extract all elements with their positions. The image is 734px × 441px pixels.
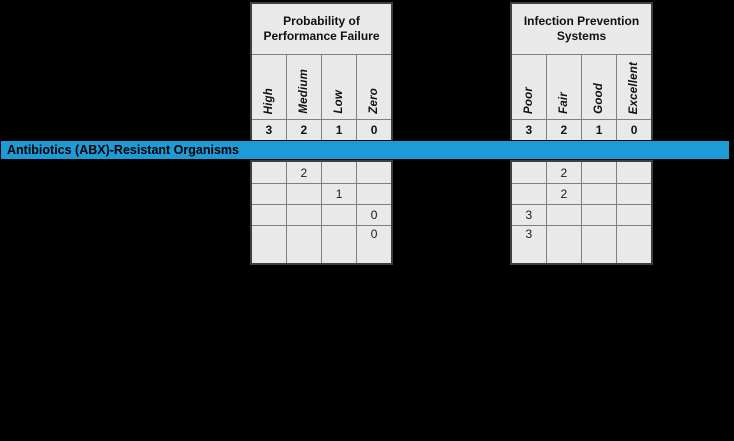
- column-label-excellent: Excellent: [628, 61, 641, 114]
- table-row: 2: [510, 183, 653, 205]
- data-cell: [616, 225, 653, 265]
- data-cell: 1: [320, 183, 358, 205]
- performance-failure-data-table: 2 1 0 0: [250, 160, 393, 265]
- data-cell: [510, 183, 547, 205]
- data-cell: [285, 204, 323, 226]
- data-cell: [285, 183, 323, 205]
- performance-failure-header-table: Probability of Performance Failure High …: [250, 2, 393, 142]
- banner-label: Antibiotics (ABX)-Resistant Organisms: [7, 143, 239, 157]
- column-label-high: High: [262, 87, 275, 114]
- column-label-good: Good: [593, 83, 606, 114]
- column-label-row: Poor Fair Good Excellent: [510, 54, 653, 120]
- performance-failure-title: Probability of Performance Failure: [250, 2, 393, 55]
- column-label-poor: Poor: [522, 87, 535, 114]
- column-score-excellent: 0: [616, 119, 653, 142]
- data-cell: 0: [356, 204, 393, 226]
- column-label-cell-excellent: Excellent: [616, 54, 653, 120]
- table-title-row: Probability of Performance Failure: [250, 2, 393, 55]
- data-cell: [356, 160, 393, 184]
- table-row: 3: [510, 204, 653, 226]
- data-cell: [510, 160, 547, 184]
- data-cell: [616, 204, 653, 226]
- infection-prevention-title: Infection Prevention Systems: [510, 2, 653, 55]
- column-label-fair: Fair: [557, 92, 570, 114]
- column-score-poor: 3: [510, 119, 547, 142]
- table-row: 1: [250, 183, 393, 205]
- data-cell: [320, 225, 358, 265]
- column-label-cell-high: High: [250, 54, 287, 120]
- column-label-cell-medium: Medium: [285, 54, 323, 120]
- column-label-cell-low: Low: [320, 54, 358, 120]
- column-score-row: 3 2 1 0: [250, 119, 393, 142]
- column-label-medium: Medium: [297, 69, 310, 114]
- column-label-cell-good: Good: [580, 54, 618, 120]
- data-cell: [616, 160, 653, 184]
- data-cell: [320, 160, 358, 184]
- column-label-cell-poor: Poor: [510, 54, 547, 120]
- data-cell: 0: [356, 225, 393, 265]
- data-cell: [356, 183, 393, 205]
- data-cell: 2: [545, 183, 583, 205]
- table-row: 2: [510, 160, 653, 184]
- column-score-row: 3 2 1 0: [510, 119, 653, 142]
- data-cell: [320, 204, 358, 226]
- column-label-cell-zero: Zero: [356, 54, 393, 120]
- data-cell: [580, 204, 618, 226]
- column-score-zero: 0: [356, 119, 393, 142]
- data-cell: [580, 183, 618, 205]
- column-score-fair: 2: [545, 119, 583, 142]
- table-row: 0: [250, 225, 393, 265]
- data-cell: [285, 225, 323, 265]
- table-row: 0: [250, 204, 393, 226]
- table-row: 2: [250, 160, 393, 184]
- data-cell: [616, 183, 653, 205]
- column-label-low: Low: [333, 90, 346, 114]
- column-score-low: 1: [320, 119, 358, 142]
- data-cell: [250, 225, 287, 265]
- data-cell: 2: [285, 160, 323, 184]
- column-score-medium: 2: [285, 119, 323, 142]
- column-label-zero: Zero: [368, 88, 381, 114]
- column-score-good: 1: [580, 119, 618, 142]
- data-cell: [250, 160, 287, 184]
- table-row: 3: [510, 225, 653, 265]
- data-cell: 3: [510, 225, 547, 265]
- column-score-high: 3: [250, 119, 287, 142]
- column-label-cell-fair: Fair: [545, 54, 583, 120]
- data-cell: [250, 204, 287, 226]
- data-cell: [250, 183, 287, 205]
- data-cell: [545, 225, 583, 265]
- data-cell: [580, 225, 618, 265]
- data-cell: [545, 204, 583, 226]
- data-cell: 2: [545, 160, 583, 184]
- infection-prevention-header-table: Infection Prevention Systems Poor Fair G…: [510, 2, 653, 142]
- data-cell: [580, 160, 618, 184]
- column-label-row: High Medium Low Zero: [250, 54, 393, 120]
- abx-resistant-organisms-banner: Antibiotics (ABX)-Resistant Organisms: [0, 140, 730, 160]
- table-title-row: Infection Prevention Systems: [510, 2, 653, 55]
- data-cell: 3: [510, 204, 547, 226]
- infection-prevention-data-table: 2 2 3 3: [510, 160, 653, 265]
